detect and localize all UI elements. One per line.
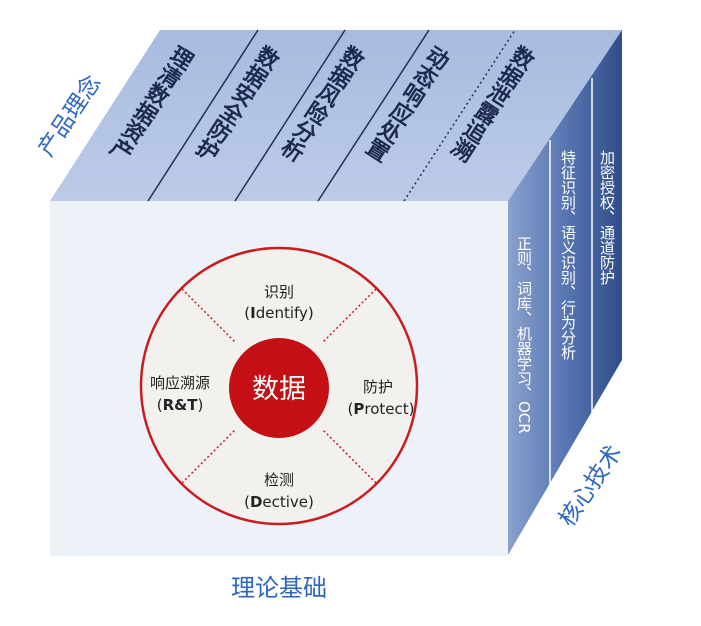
right-column-regex: 正则、词库、机器学习、OCR [515,236,533,434]
quadrant-protect-name: 防护 [363,378,393,396]
quadrant-identify-name: 识别 [264,283,294,301]
label-theory-basis: 理论基础 [231,574,327,602]
top-face-separators [147,29,516,202]
right-column-feature: 特征识别、语义识别、行为分析 [559,150,577,360]
quadrant-respond-abbr: (R&T) [157,396,204,414]
right-column-encryption: 加密授权、通道防护 [598,150,616,286]
quadrant-protect-abbr: (Protect) [348,400,415,418]
quadrant-detect-name: 检测 [264,471,294,489]
right-face-columns: 加密授权、通道防护 特征识别、语义识别、行为分析 正则、词库、机器学习、OCR [515,150,616,434]
circle-model: 数据 识别 (Identify) 防护 (Protect) 检测 (Dectiv… [139,246,419,526]
right-face-separators [549,78,593,484]
quadrant-respond-name: 响应溯源 [150,374,210,392]
data-core-label: 数据 [252,374,306,405]
quadrant-detect-abbr: (Dective) [244,493,314,511]
quadrant-dividers [181,288,377,484]
top-face [50,30,622,201]
data-core [229,338,329,438]
quadrant-identify-abbr: (Identify) [244,304,314,322]
right-face [508,30,622,555]
